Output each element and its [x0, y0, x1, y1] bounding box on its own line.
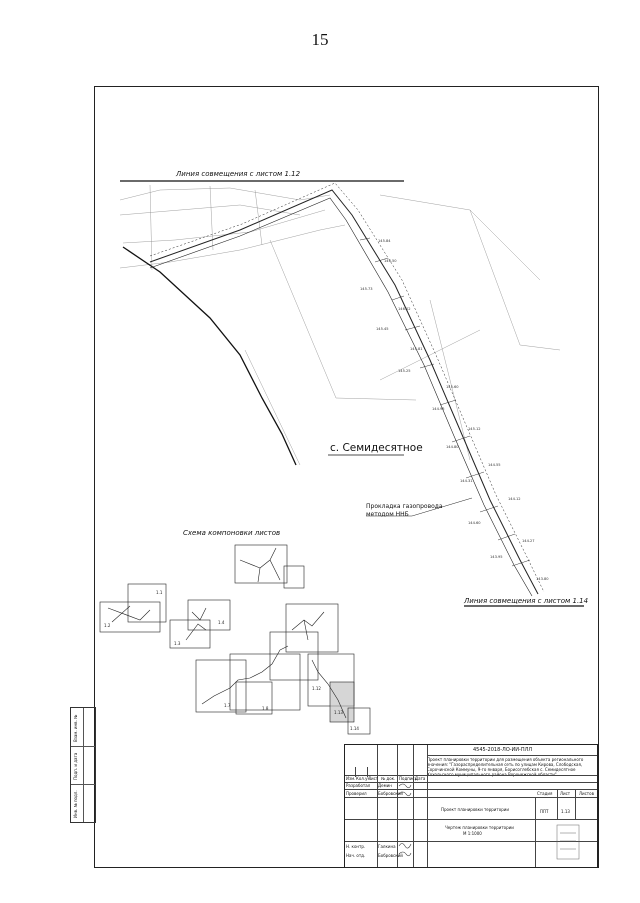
elevation-label: 144.12	[508, 497, 521, 501]
elevation-label: 145.60	[446, 385, 459, 389]
role-label: Нач. отд.	[346, 853, 366, 858]
head-col: № док.	[381, 776, 396, 781]
stage-head: Стадия	[537, 791, 553, 796]
elevation-label: 145.25	[398, 369, 411, 373]
signer-name: Бобровский	[378, 853, 403, 858]
document-code: 4545-2018-ЛО-ИИ-ПЛЛ	[473, 747, 533, 753]
elevation-label: 144.27	[522, 539, 535, 543]
match-line-bottom-label: Линия совмещения с листом 1.14	[464, 597, 589, 605]
section-name: Проект планировки территории	[441, 807, 509, 812]
pipeline-callout-line: Прокладка газопровода	[366, 503, 443, 510]
sheet-label: 1.8	[262, 706, 269, 711]
sheet-label: 1.3	[174, 641, 181, 646]
stage-head: Листов	[579, 791, 594, 796]
sheet-label: 1.2	[104, 623, 111, 628]
sheet-scheme	[99, 544, 371, 735]
signatures	[398, 783, 412, 857]
stamp-cell: Инв. № подл.	[73, 790, 78, 818]
role-label: Н. контр.	[346, 844, 366, 849]
signer-name: Демин	[378, 783, 392, 788]
elevation-label: 145.45	[376, 327, 389, 331]
elevation-label: 146.02	[398, 307, 411, 311]
elevation-label: 143.95	[490, 555, 503, 559]
elevation-label: 145.81	[410, 347, 423, 351]
head-col: Дата	[415, 776, 426, 781]
elevation-label: 144.55	[488, 463, 501, 467]
signer-name: Бобровский	[378, 791, 403, 796]
sheet-label: 1.13	[334, 710, 343, 715]
sheet-label: 1.4	[218, 620, 225, 625]
elevation-label: 144.60	[468, 521, 481, 525]
sheet-label: 1.7	[224, 703, 231, 708]
company-logo-icon	[556, 824, 580, 860]
signer-name: Галкина	[378, 844, 396, 849]
elevation-label: 145.12	[468, 427, 481, 431]
stamp-cell: Подп. и дата	[73, 752, 78, 780]
drawing-name: Чертеж планировки территории	[445, 825, 514, 830]
page-number: 15	[311, 30, 329, 49]
pipeline-callout-line: методом ННБ	[366, 511, 409, 518]
role-label: Проверил	[346, 791, 367, 796]
stamp-cell: Взам. инв. №	[73, 714, 78, 742]
head-col: Лист	[368, 776, 379, 781]
elevation-label: 144.95	[432, 407, 445, 411]
match-line-top-label: Линия совмещения с листом 1.12	[176, 170, 301, 178]
head-col: Подпись	[399, 776, 417, 781]
drawing-scale: М 1:1000	[463, 831, 482, 836]
elevation-label: 145.73	[360, 287, 373, 291]
pipeline-route	[149, 189, 539, 595]
role-label: Разработал	[346, 783, 371, 788]
side-stamp: Взам. инв. № Подп. и дата Инв. № подл.	[70, 707, 96, 823]
district-boundary	[122, 246, 297, 466]
pipeline-callout: Прокладка газопровода методом ННБ	[366, 503, 443, 519]
stage-head: Лист	[560, 791, 571, 796]
sheet-label: 1.1	[156, 590, 163, 595]
head-col: Кол.уч.	[356, 776, 372, 781]
sheet-label: 1.14	[350, 726, 359, 731]
sheet-value: 1.13	[561, 809, 570, 814]
elevation-label: 144.31	[460, 479, 473, 483]
elevation-label: 146.50	[384, 259, 397, 263]
title-block: 4545-2018-ЛО-ИИ-ПЛЛ Проект планировки те…	[344, 744, 598, 868]
village-label: с. Семидесятное	[330, 442, 423, 454]
sheet-label: 1.12	[312, 686, 321, 691]
elevation-label: 144.80	[446, 445, 459, 449]
head-col: Изм.	[346, 776, 356, 781]
project-title: Проект планировки территории для размеще…	[427, 757, 584, 777]
elevation-label: 145.84	[378, 239, 391, 243]
scheme-title: Схема компоновки листов	[183, 529, 281, 537]
stage-value: ППТ	[540, 809, 549, 814]
elevation-label: 143.80	[536, 577, 549, 581]
